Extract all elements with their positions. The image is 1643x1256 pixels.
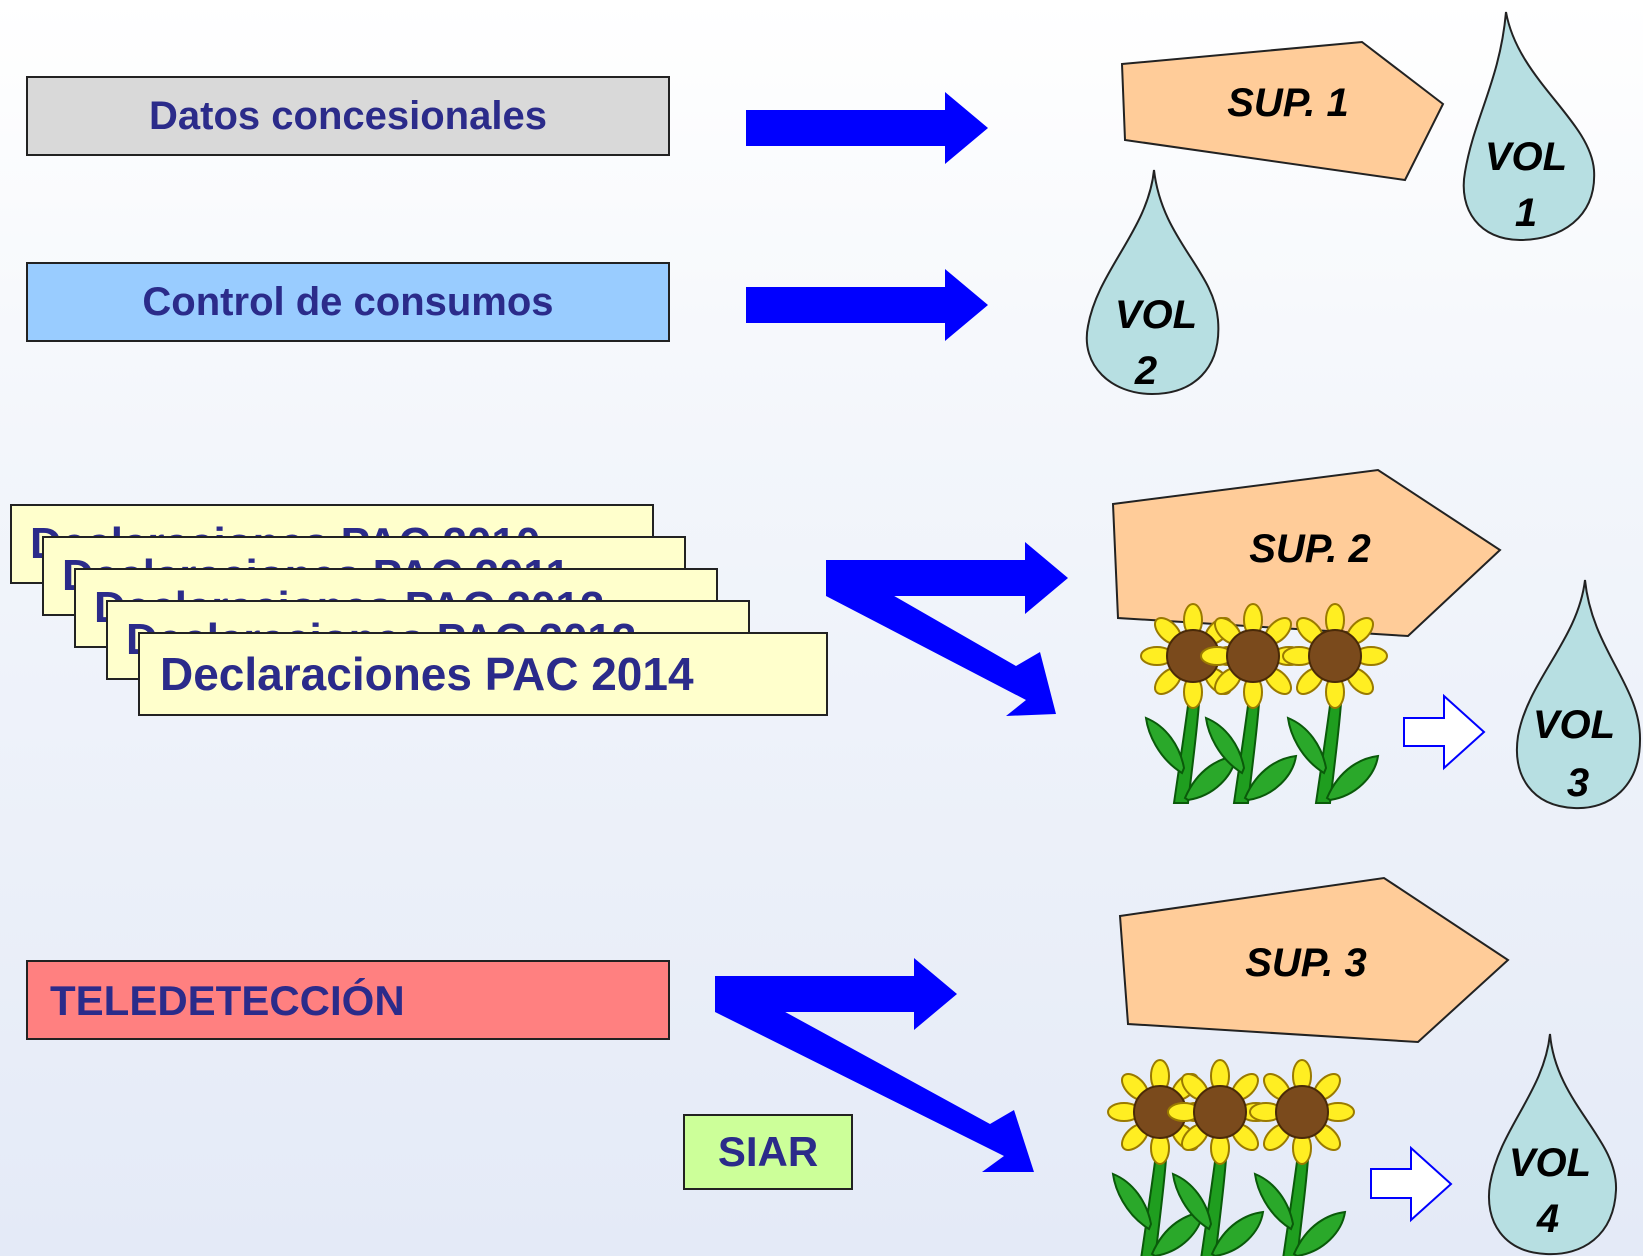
vol2-label-a: VOL [1115, 293, 1197, 337]
vol4-drop [1488, 1033, 1618, 1256]
vol3-drop [1516, 579, 1642, 810]
sup3-shape [1118, 876, 1510, 1044]
vol2-label-b: 2 [1134, 349, 1157, 393]
vol1-label-b: 1 [1515, 191, 1537, 235]
hollow-arrow-icon [1370, 1145, 1453, 1223]
pac-2014-box: Declaraciones PAC 2014 [138, 632, 828, 716]
sup3-label: SUP. 3 [1245, 941, 1367, 985]
vol3-label-a: VOL [1533, 703, 1615, 747]
vol1-label-a: VOL [1485, 135, 1567, 179]
control-consumos-box: Control de consumos [26, 262, 670, 342]
teledeteccion-label: TELEDETECCIÓN [50, 977, 405, 1024]
vol2-drop [1085, 169, 1220, 396]
arrow-control-to-vol2 [746, 269, 988, 341]
pac-2014-label: Declaraciones PAC 2014 [160, 648, 694, 700]
vol1-drop [1462, 11, 1596, 242]
arrow-pac-to-sunflowers [826, 574, 1056, 716]
siar-box: SIAR [683, 1114, 853, 1190]
sup2-label: SUP. 2 [1249, 527, 1371, 571]
sup1-shape [1120, 40, 1445, 182]
sup1-label: SUP. 1 [1227, 81, 1349, 125]
datos-concesionales-box: Datos concesionales [26, 76, 670, 156]
arrow-teledeteccion-to-sunflowers [715, 990, 1034, 1172]
arrow-datos-to-sup1 [746, 92, 988, 164]
teledeteccion-box: TELEDETECCIÓN [26, 960, 670, 1040]
control-consumos-label: Control de consumos [142, 280, 554, 324]
datos-concesionales-label: Datos concesionales [149, 94, 547, 138]
siar-label: SIAR [717, 1128, 819, 1175]
vol4-label-a: VOL [1509, 1141, 1591, 1185]
sunflower-icon [1249, 1059, 1355, 1256]
sup2-shape [1111, 468, 1502, 638]
vol3-label-b: 3 [1567, 761, 1589, 805]
vol4-label-b: 4 [1536, 1197, 1559, 1241]
hollow-arrow-icon [1403, 693, 1486, 771]
